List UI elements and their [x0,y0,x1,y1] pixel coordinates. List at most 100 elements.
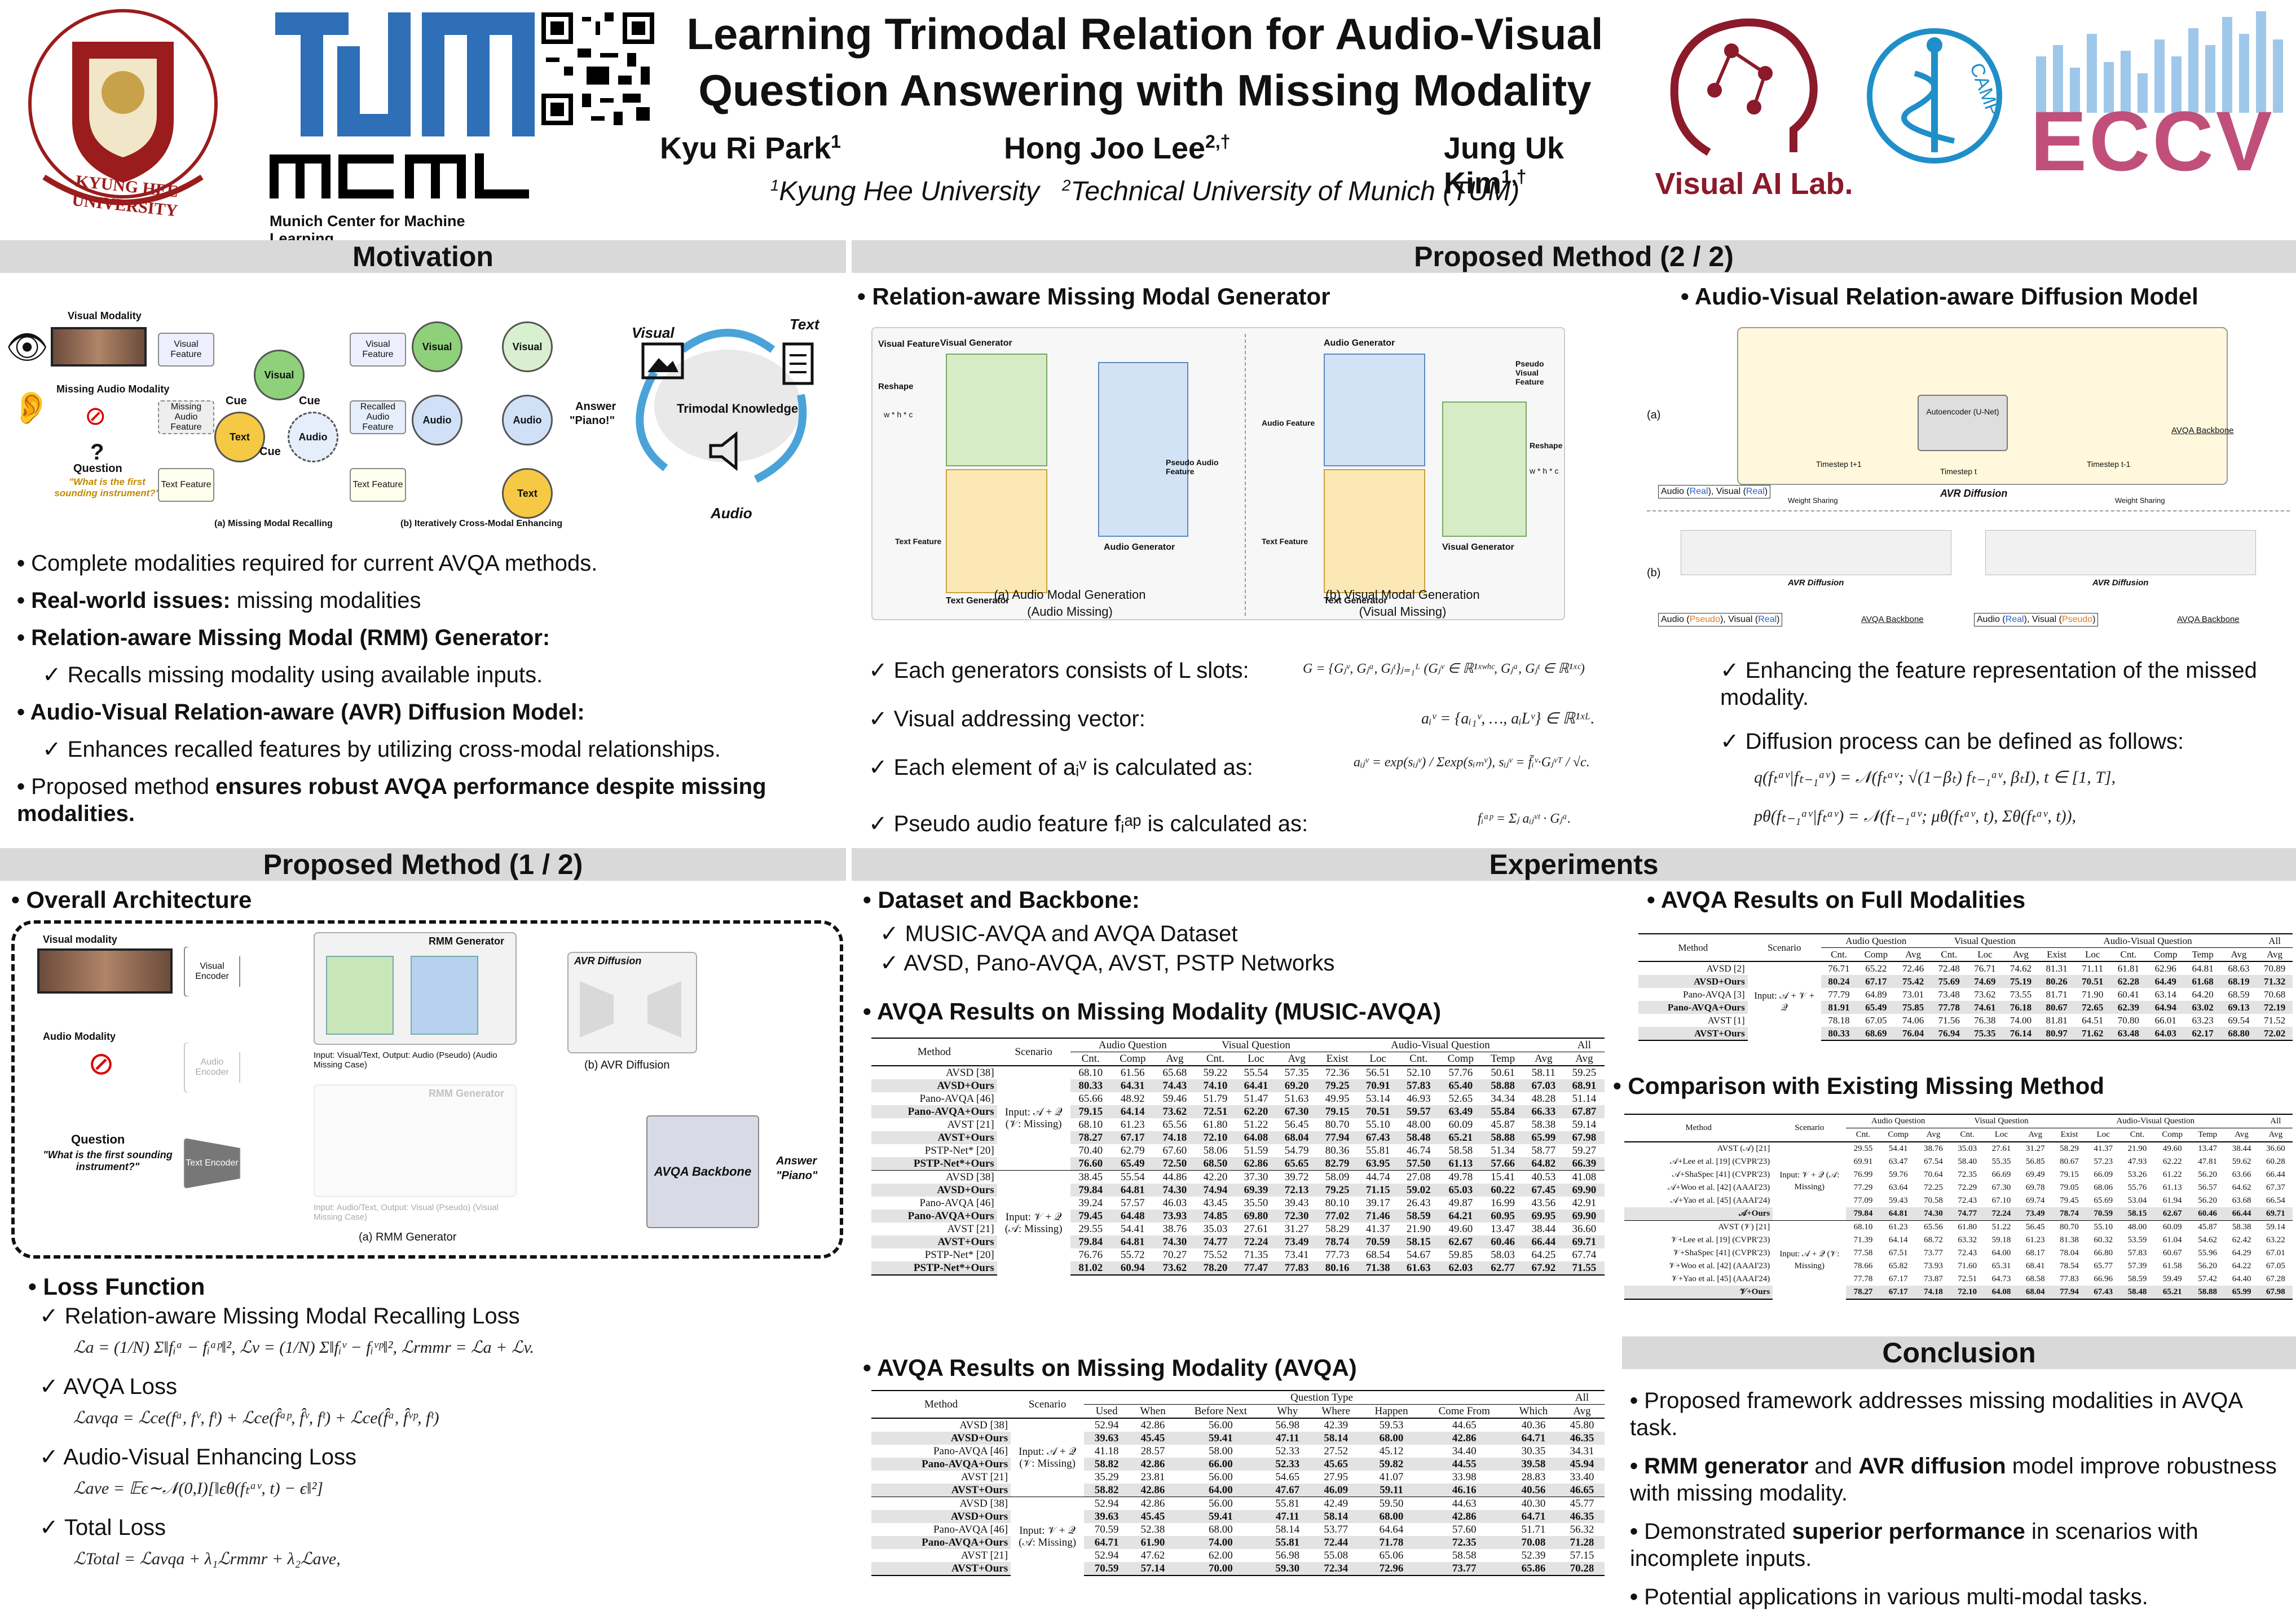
cell-value: 58.59 [2127,1274,2147,1283]
cell-value: 58.88 [1491,1080,1515,1092]
cell-value: 72.10 [1950,1286,1985,1300]
cell-value: 61.23 [1120,1119,1145,1131]
rmm-point-2: Visual addressing vector: aᵢᵛ = {aᵢ₁ᵛ, …… [869,705,1703,754]
cell-value: 57.42 [2198,1274,2218,1283]
cell-value: 70.08 [1521,1537,1546,1548]
th-col: Loc [1967,947,2003,962]
tri-visual-label: Visual [632,324,675,341]
cell-value: 77.02 [1325,1210,1350,1222]
cell-value: 67.05 [2266,1261,2285,1270]
cell-method: 𝒱+Lee et al. [19] (CVPR'23) [1671,1235,1770,1245]
cell-value: 68.00 [1209,1524,1233,1535]
cell-value: 36.60 [2266,1144,2285,1153]
cell-value: 58.40 [1958,1157,1977,1166]
avr-b1-box [1681,530,1951,575]
rmm-io-audio-missing: Input: Visual/Text, Output: Audio (Pseud… [314,1051,497,1070]
cell-value: 77.58 [1853,1248,1873,1257]
th-col: Avg [1563,1052,1605,1066]
cell-value: 79.84 [1078,1184,1103,1196]
cell-value: 73.62 [1154,1261,1195,1276]
cell-method: AVSD [38] [945,1067,994,1079]
cell-value: 41.37 [2094,1144,2113,1153]
cell-value: 71.39 [1853,1235,1873,1245]
cell-value: 70.59 [1094,1524,1119,1535]
cell-value: 58.58 [1448,1145,1473,1157]
cell-value: 74.00 [2009,1015,2032,1026]
cue-label-1: Cue [226,395,247,407]
cell-value: 69.71 [2266,1209,2285,1218]
text-node-2: Text [502,468,553,519]
loss-1-eq: ℒa = (1/N) Σ‖fᵢᵃ − fᵢᵃᵖ‖², ℒv = (1/N) Σ‖… [73,1338,535,1357]
loss-function-title: • Loss Function [28,1273,205,1300]
cell-value: 81.38 [2060,1235,2079,1245]
dataset-points: MUSIC-AVQA and AVQA Dataset AVSD, Pano-A… [880,920,1334,977]
cell-value: 59.82 [1379,1458,1404,1470]
cell-value: 69.95 [1531,1210,1556,1222]
visual-modality-label: Visual Modality [68,310,142,321]
cell-value: 52.94 [1094,1419,1119,1431]
cell-value: 59.18 [1991,1235,2011,1245]
cell-method: 𝒱+Ours [1624,1286,1773,1300]
cell-value: 27.08 [1398,1170,1439,1184]
cell-value: 80.33 [1821,1027,1857,1041]
cell-value: 70.27 [1162,1249,1187,1261]
th-col: Loc [1358,1052,1399,1066]
cell-value: 74.30 [1162,1236,1187,1248]
visual-feature-box: Visual Feature [158,333,214,367]
cell-value: 71.90 [2082,989,2104,1000]
cell-value: 69.20 [1284,1080,1309,1092]
cell-value: 62.22 [2162,1157,2182,1166]
cell-value: 59.02 [1406,1184,1431,1196]
arch-question-label: Question [71,1132,125,1146]
cell-method: AVSD [38] [959,1419,1008,1431]
full-modalities-title: • AVQA Results on Full Modalities [1647,886,2026,913]
arch-no-audio-icon: ⊘ [88,1045,114,1081]
cell-method: AVSD [2] [1706,963,1745,974]
missing-audio-feature-box: Missing Audio Feature [158,400,214,434]
cell-value: 51.63 [1284,1093,1309,1105]
cell-value: 63.64 [1888,1183,1908,1192]
cell-value: 62.77 [1482,1261,1523,1276]
motivation-bullets: Complete modalities required for current… [17,550,840,827]
th-scenario: Scenario [1011,1390,1085,1419]
cell-value: 42.86 [1140,1458,1165,1470]
cell-value: 76.71 [1828,963,1850,974]
cell-value: 56.45 [2018,1220,2052,1234]
cell-value: 52.10 [1406,1067,1431,1079]
rmm-generator-box: RMM Generator [314,932,517,1045]
avr-point-2: Diffusion process can be defined as foll… [1720,728,2290,755]
answer-label: Answer [575,400,616,413]
cell-value: 64.71 [1521,1511,1546,1522]
th-col: Avg [2220,947,2257,962]
cell-value: 71.46 [1365,1210,1390,1222]
cell-value: 77.79 [1828,989,1850,1000]
cell-value: 64.81 [1120,1236,1145,1248]
loss-3-name: Audio-Visual Enhancing Loss [39,1444,840,1471]
affil-1: Kyung Hee University [779,176,1039,206]
cell-value: 66.44 [2266,1170,2285,1179]
no-audio-icon: ⊘ [85,401,107,430]
cell-value: 61.63 [1398,1261,1439,1276]
cell-value: 63.49 [1448,1106,1473,1118]
cell-value: 71.55 [1563,1261,1605,1276]
cell-value: 65.68 [1162,1067,1187,1079]
cell-value: 70.59 [1365,1236,1390,1248]
cell-value: 26.43 [1406,1197,1431,1209]
cell-value: 35.03 [1958,1144,1977,1153]
cell-value: 42.86 [1140,1419,1165,1431]
cell-value: 44.63 [1421,1497,1508,1510]
cell-value: 70.51 [2082,976,2104,987]
cell-value: 30.35 [1521,1445,1546,1457]
method2-header: Proposed Method (2 / 2) [852,240,2296,273]
th-col: Comp [1439,1052,1483,1066]
cell-value: 71.35 [1244,1249,1268,1261]
cell-value: 72.43 [1958,1196,1977,1205]
th-group: Audio Question [1070,1038,1195,1052]
cell-value: 80.67 [2060,1157,2079,1166]
cell-value: 65.40 [1448,1080,1473,1092]
cell-value: 56.20 [2198,1196,2218,1205]
